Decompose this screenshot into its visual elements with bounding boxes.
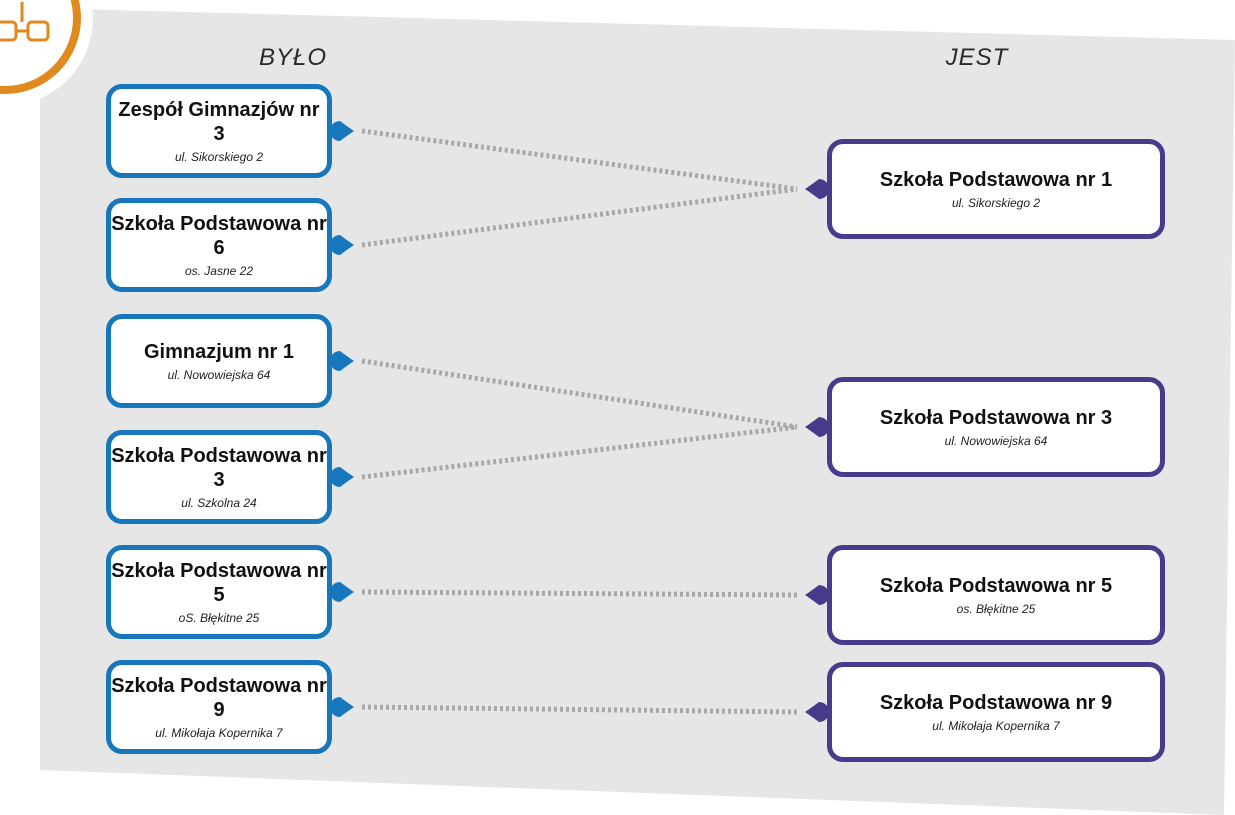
school-name: Szkoła Podstawowa nr 5 [879,575,1113,597]
school-name: Gimnazjum nr 1 [143,341,295,363]
school-address: ul. Szkolna 24 [181,496,257,510]
school-name: Szkoła Podstawowa nr 5 [111,560,327,606]
new-school-box: Szkoła Podstawowa nr 1 ul. Sikorskiego 2 [827,139,1165,239]
school-address: ul. Nowowiejska 64 [167,368,271,382]
school-address: os. Jasne 22 [184,264,254,278]
school-name: Szkoła Podstawowa nr 9 [879,692,1113,714]
school-address: ul. Sikorskiego 2 [951,196,1041,210]
org-chart-icon [0,2,50,42]
school-address: ul. Nowowiejska 64 [944,434,1048,448]
old-school-box: Gimnazjum nr 1 ul. Nowowiejska 64 [106,314,332,408]
old-school-box: Szkoła Podstawowa nr 5 oS. Błękitne 25 [106,545,332,639]
new-school-box: Szkoła Podstawowa nr 3 ul. Nowowiejska 6… [827,377,1165,477]
school-address: ul. Mikołaja Kopernika 7 [932,719,1060,733]
school-name: Szkoła Podstawowa nr 1 [879,169,1113,191]
school-name: Szkoła Podstawowa nr 3 [111,445,327,491]
school-address: oS. Błękitne 25 [178,611,260,625]
school-address: os. Błękitne 25 [956,602,1036,616]
school-name: Szkoła Podstawowa nr 9 [111,675,327,721]
new-school-box: Szkoła Podstawowa nr 5 os. Błękitne 25 [827,545,1165,645]
old-school-box: Zespół Gimnazjów nr 3 ul. Sikorskiego 2 [106,84,332,178]
school-address: ul. Mikołaja Kopernika 7 [155,726,283,740]
old-school-box: Szkoła Podstawowa nr 6 os. Jasne 22 [106,198,332,292]
school-name: Szkoła Podstawowa nr 6 [111,213,327,259]
corner-badge [0,0,93,106]
old-school-box: Szkoła Podstawowa nr 9 ul. Mikołaja Kope… [106,660,332,754]
school-address: ul. Sikorskiego 2 [174,150,264,164]
old-school-box: Szkoła Podstawowa nr 3 ul. Szkolna 24 [106,430,332,524]
new-school-box: Szkoła Podstawowa nr 9 ul. Mikołaja Kope… [827,662,1165,762]
column-title-after: JEST [945,44,1009,71]
school-name: Zespół Gimnazjów nr 3 [118,99,320,145]
column-title-before: BYŁO [258,44,328,71]
corner-badge-ring [0,0,81,94]
school-name: Szkoła Podstawowa nr 3 [879,407,1113,429]
